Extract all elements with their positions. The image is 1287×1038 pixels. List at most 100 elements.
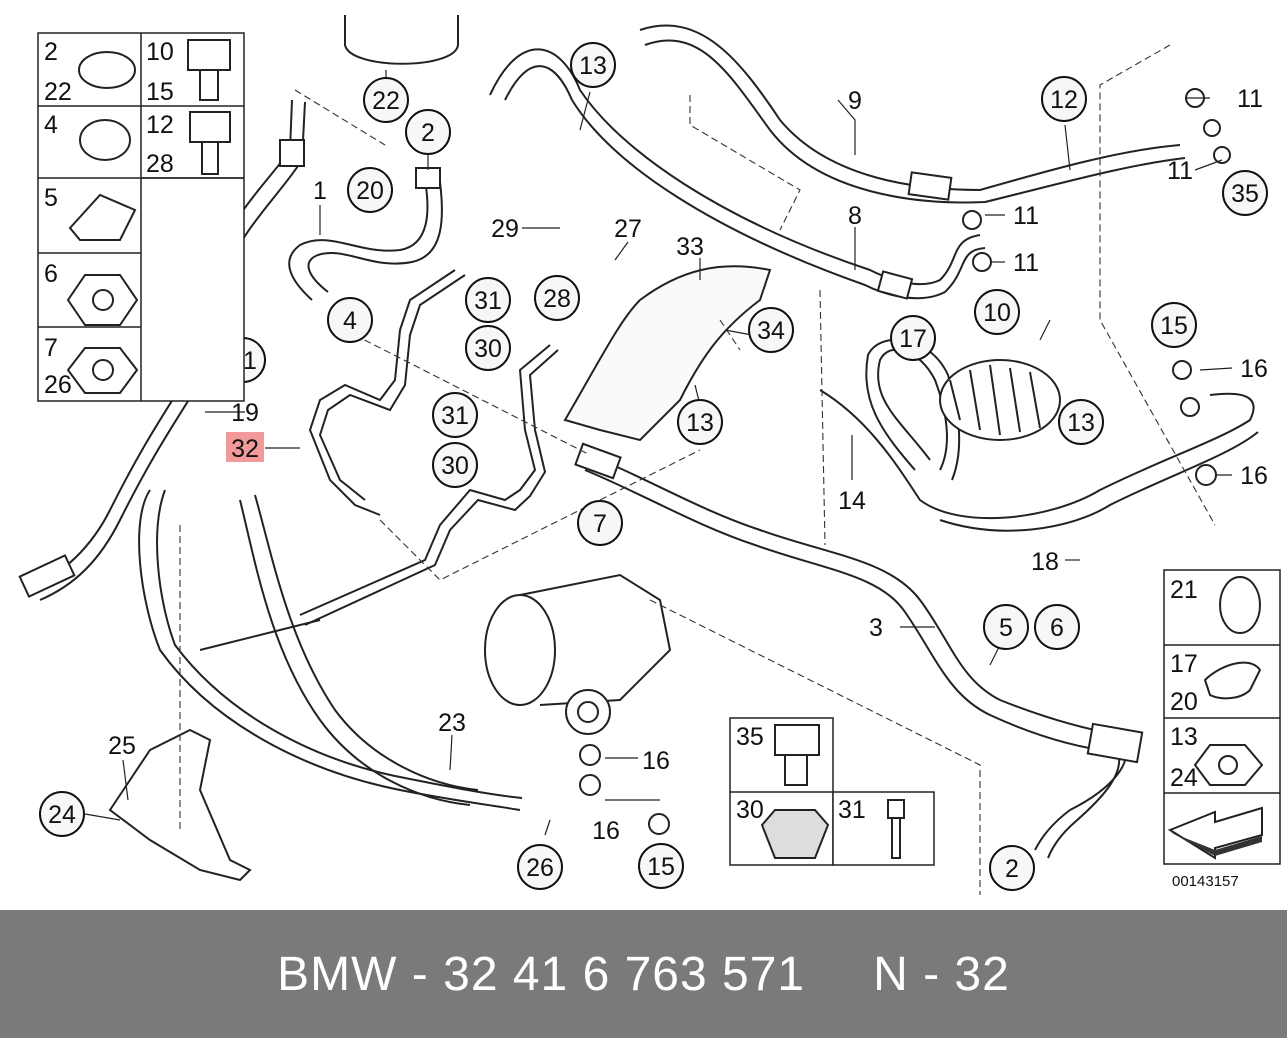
- callout-2: 2: [405, 109, 451, 155]
- callout-label: 11: [1013, 202, 1039, 230]
- callout-circle: [405, 109, 451, 155]
- callout-circle: [1041, 76, 1087, 122]
- legend-left-3-top: 6: [44, 260, 58, 288]
- callout-circle: [989, 845, 1035, 891]
- callout-label: 24: [48, 801, 76, 829]
- callout-33: 33: [676, 233, 704, 261]
- callout-label: 14: [838, 487, 866, 515]
- callout-label: 4: [343, 307, 357, 335]
- callout-label: 15: [647, 853, 675, 881]
- callout-13: 13: [1058, 399, 1104, 445]
- callout-circle: [347, 167, 393, 213]
- callout-label: 8: [848, 202, 862, 230]
- callout-label: 16: [592, 817, 620, 845]
- callout-18: 18: [1031, 548, 1059, 576]
- leader-lines: [84, 70, 1233, 836]
- callout-13: 13: [677, 399, 723, 445]
- legend-bottom-0-label: 35: [736, 723, 764, 751]
- legend-left-4-bottom: 26: [44, 371, 72, 399]
- callout-label: 3: [869, 614, 883, 642]
- legend-right-0-top: 21: [1170, 576, 1198, 604]
- legend-right-2-bottom: 24: [1170, 764, 1198, 792]
- legend-right-1-top: 17: [1170, 650, 1198, 678]
- callout-label: 15: [1160, 312, 1188, 340]
- legend-bottom-1-label: 30: [736, 796, 764, 824]
- callout-circle: [363, 77, 409, 123]
- callout-label: 6: [1050, 614, 1064, 642]
- highlight-32: [226, 432, 264, 462]
- callout-13: 13: [570, 42, 616, 88]
- callout-16: 16: [1240, 355, 1268, 383]
- callout-label: 22: [372, 87, 400, 115]
- callout-circle: [1034, 604, 1080, 650]
- legend-left-0-bottom: 22: [44, 78, 72, 106]
- callout-16: 16: [592, 817, 620, 845]
- callout-31: 31: [432, 392, 478, 438]
- callout-label: 32: [231, 435, 259, 463]
- callout-circle: [517, 844, 563, 890]
- callout-circle: [570, 42, 616, 88]
- callout-7: 7: [577, 500, 623, 546]
- callout-circle: [890, 315, 936, 361]
- callout-label: 2: [421, 119, 435, 147]
- callout-11: 11: [1013, 202, 1039, 230]
- legend-left-1-top: 4: [44, 111, 58, 139]
- callout-26: 26: [517, 844, 563, 890]
- callout-label: 35: [1231, 180, 1259, 208]
- callout-11: 11: [1237, 85, 1263, 113]
- legend-left-1-right-bottom: 28: [146, 150, 174, 178]
- callout-circle: [534, 275, 580, 321]
- callout-11: 11: [1013, 249, 1039, 277]
- callout-label: 2: [1005, 855, 1019, 883]
- callout-19: 19: [231, 399, 259, 427]
- callout-31: 31: [465, 277, 511, 323]
- callout-label: 17: [899, 325, 927, 353]
- callout-29: 29: [491, 215, 519, 243]
- callout-label: 33: [676, 233, 704, 261]
- callout-1: 1: [313, 177, 327, 205]
- legend-bottom: 35 30 31: [729, 717, 935, 866]
- callout-5: 5: [983, 604, 1029, 650]
- callout-16: 16: [642, 747, 670, 775]
- callout-label: 7: [593, 510, 607, 538]
- banner-reference: N - 32: [873, 947, 1010, 1001]
- diagram-id: 00143157: [1172, 873, 1239, 890]
- callout-circle: [1151, 302, 1197, 348]
- callout-circle: [1058, 399, 1104, 445]
- callout-24: 24: [39, 791, 85, 837]
- callout-35: 35: [1222, 170, 1268, 216]
- callout-4: 4: [327, 297, 373, 343]
- callout-label: 11: [1237, 85, 1263, 113]
- callout-label: 16: [642, 747, 670, 775]
- callout-label: 5: [999, 614, 1013, 642]
- callout-circle: [432, 392, 478, 438]
- legend-right: 21 17 20 13 24: [1163, 569, 1281, 865]
- callout-22: 22: [363, 77, 409, 123]
- callout-circle: [465, 277, 511, 323]
- callout-label: 23: [438, 709, 466, 737]
- callout-9: 9: [848, 87, 862, 115]
- parts-diagram-svg: 2222014313031301329272833341379812111135…: [18, 15, 1281, 895]
- callout-label: 11: [1013, 249, 1039, 277]
- callout-label: 9: [848, 87, 862, 115]
- legend-left-0-right-top: 10: [146, 38, 174, 66]
- callout-30: 30: [432, 442, 478, 488]
- callout-label: 10: [983, 299, 1011, 327]
- callout-30: 30: [465, 325, 511, 371]
- legend-right-1-bottom: 20: [1170, 688, 1198, 716]
- callout-28: 28: [534, 275, 580, 321]
- callout-label: 31: [474, 287, 502, 315]
- callout-25: 25: [108, 732, 136, 760]
- callout-32: 32: [231, 435, 259, 463]
- legend-left: 2 22 10 15 4 12 28 5 6 7 26: [37, 32, 245, 402]
- callout-16: 16: [1240, 462, 1268, 490]
- callout-circle: [983, 604, 1029, 650]
- callout-27: 27: [614, 215, 642, 243]
- callout-label: 29: [491, 215, 519, 243]
- callout-circle: [1222, 170, 1268, 216]
- callout-20: 20: [347, 167, 393, 213]
- callout-label: 20: [356, 177, 384, 205]
- hose-lines: [18, 15, 1259, 882]
